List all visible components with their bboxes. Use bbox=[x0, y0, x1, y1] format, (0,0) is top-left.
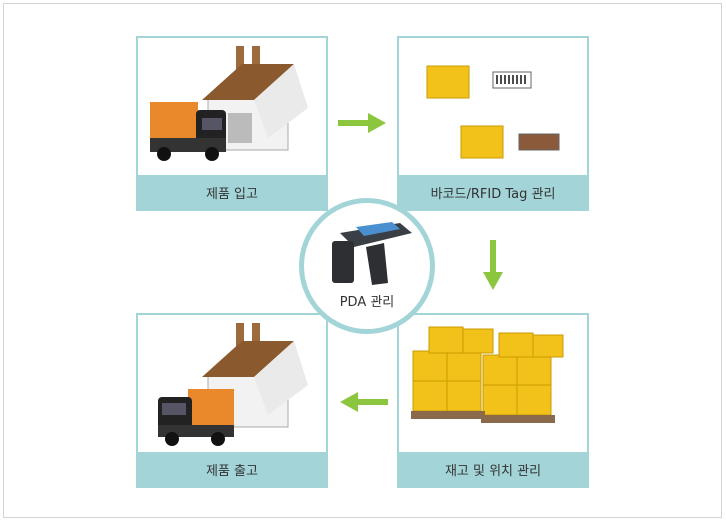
step-inbound: 제품 입고 bbox=[136, 36, 328, 211]
step-inventory-location: 재고 및 위치 관리 bbox=[397, 313, 589, 488]
pda-management: PDA 관리 bbox=[299, 198, 435, 334]
pallet-stock-icon bbox=[411, 326, 564, 423]
step-label: 재고 및 위치 관리 bbox=[399, 452, 587, 486]
arrow-down-icon bbox=[483, 240, 503, 290]
step-label: 제품 출고 bbox=[138, 452, 326, 486]
step-barcode-rfid: 바코드/RFID Tag 관리 bbox=[397, 36, 589, 211]
pda-label: PDA 관리 bbox=[339, 295, 395, 310]
pda-scanner-icon bbox=[332, 222, 412, 285]
step-label: 바코드/RFID Tag 관리 bbox=[399, 175, 587, 209]
step-outbound: 제품 출고 bbox=[136, 313, 328, 488]
step-label: 제품 입고 bbox=[138, 175, 326, 209]
arrow-right-icon bbox=[338, 113, 386, 133]
boxes-barcode-icon bbox=[426, 65, 560, 159]
arrow-left-icon bbox=[340, 392, 388, 412]
outer-border bbox=[3, 3, 722, 518]
truck-factory-icon bbox=[158, 323, 308, 446]
truck-factory-icon bbox=[150, 46, 308, 161]
